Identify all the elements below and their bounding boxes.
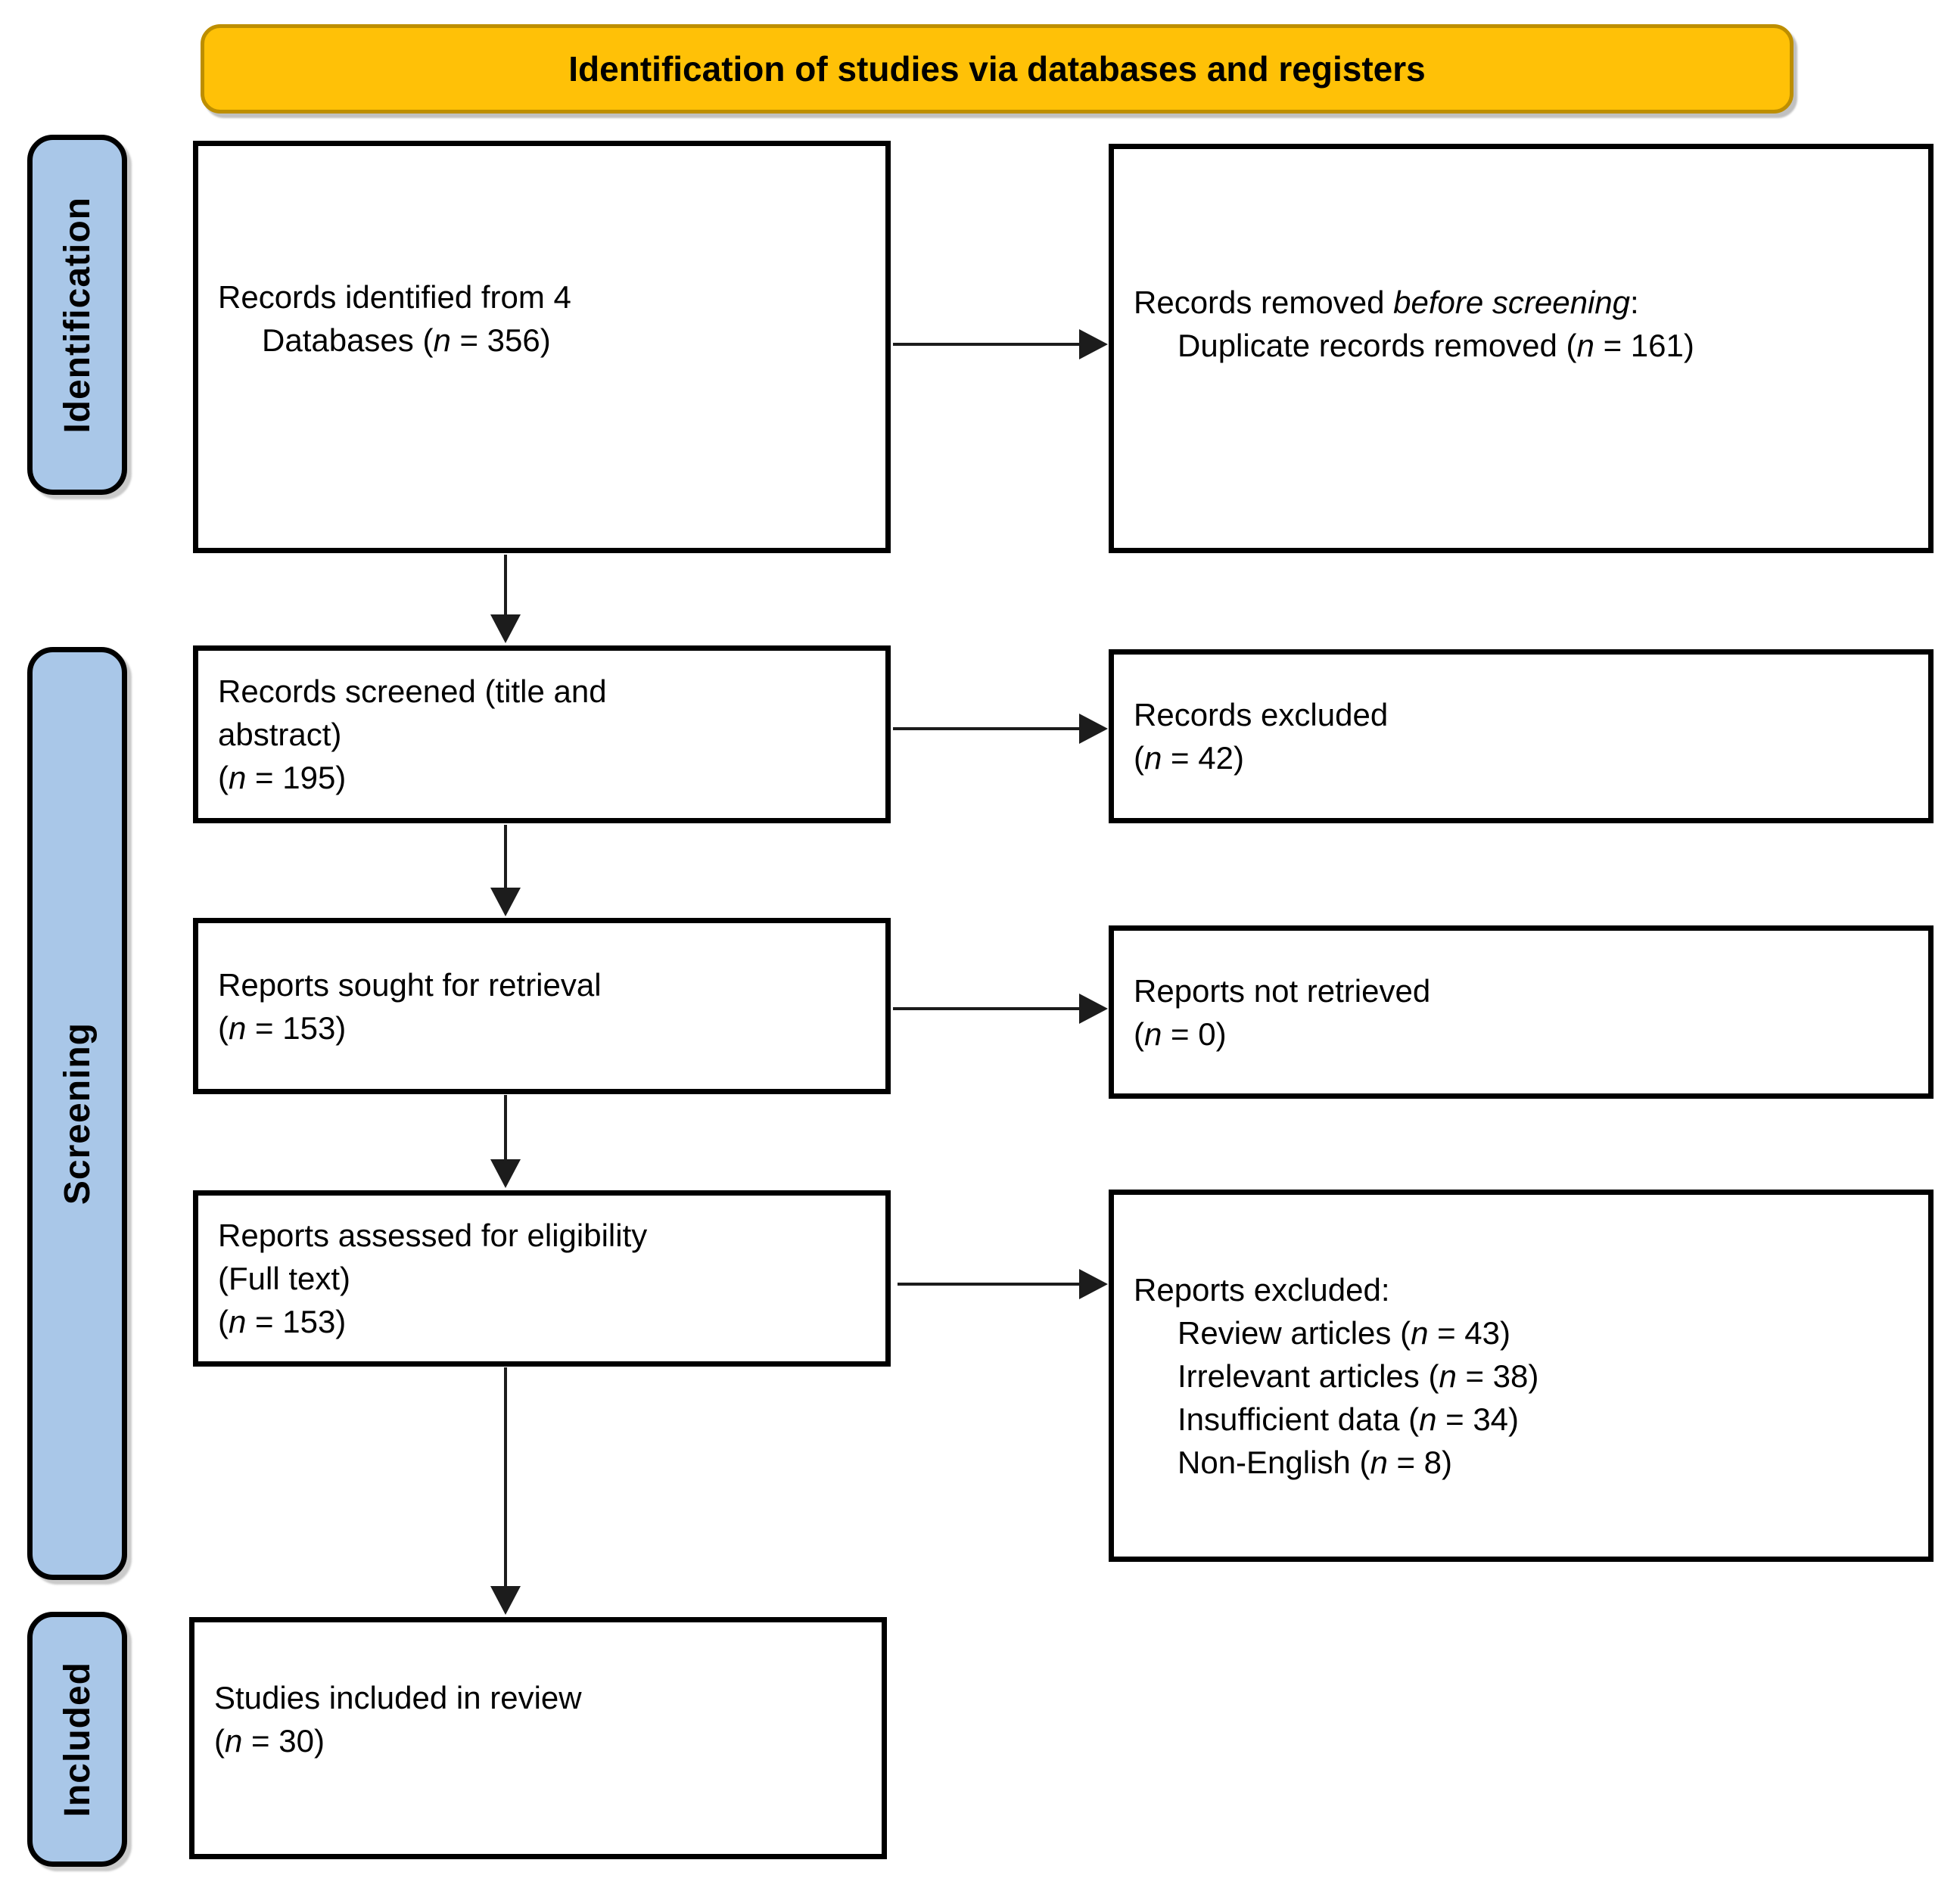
arrow-shaft	[893, 343, 1079, 346]
arrow-shaft	[504, 1095, 507, 1162]
stage-label-screening: Screening	[27, 647, 127, 1580]
arrow-shaft	[898, 1283, 1079, 1286]
box-records-excluded: Records excluded(n = 42)	[1109, 649, 1934, 823]
arrowhead-right-icon	[1079, 329, 1108, 359]
arrowhead-down-icon	[490, 1586, 521, 1615]
box-reports-excluded-reasons: Reports excluded:Review articles (n = 43…	[1109, 1190, 1934, 1562]
box-records-removed-text: Records removed before screening:Duplica…	[1134, 284, 1694, 363]
arrowhead-down-icon	[490, 614, 521, 643]
arrow-shaft	[893, 727, 1079, 730]
banner-title: Identification of studies via databases …	[568, 49, 1426, 89]
stage-label-included: Included	[27, 1612, 127, 1867]
arrowhead-down-icon	[490, 1159, 521, 1188]
box-reports-not-retrieved-text: Reports not retrieved(n = 0)	[1134, 972, 1431, 1052]
stage-label-included-text: Included	[57, 1661, 98, 1818]
arrow-shaft	[893, 1007, 1079, 1010]
arrowhead-right-icon	[1079, 1269, 1108, 1299]
box-reports-sought-text: Reports sought for retrieval(n = 153)	[218, 966, 602, 1046]
box-reports-not-retrieved: Reports not retrieved(n = 0)	[1109, 925, 1934, 1099]
box-studies-included: Studies included in review(n = 30)	[189, 1617, 887, 1859]
stage-label-identification-text: Identification	[57, 196, 98, 434]
box-records-excluded-text: Records excluded(n = 42)	[1134, 697, 1389, 776]
stage-label-identification: Identification	[27, 135, 127, 495]
box-reports-assessed: Reports assessed for eligibility(Full te…	[193, 1190, 891, 1367]
box-reports-excluded-reasons-text: Reports excluded:Review articles (n = 43…	[1134, 1271, 1539, 1480]
box-studies-included-text: Studies included in review(n = 30)	[214, 1680, 582, 1759]
arrow-shaft	[504, 555, 507, 617]
arrow-shaft	[504, 1367, 507, 1588]
arrowhead-right-icon	[1079, 994, 1108, 1024]
arrow-shaft	[504, 825, 507, 890]
banner: Identification of studies via databases …	[201, 24, 1794, 114]
box-records-removed-before-screening: Records removed before screening:Duplica…	[1109, 144, 1934, 553]
box-reports-assessed-text: Reports assessed for eligibility(Full te…	[218, 1218, 648, 1339]
arrowhead-down-icon	[490, 888, 521, 916]
box-reports-sought: Reports sought for retrieval(n = 153)	[193, 918, 891, 1094]
arrowhead-right-icon	[1079, 714, 1108, 744]
stage-label-screening-text: Screening	[57, 1022, 98, 1205]
